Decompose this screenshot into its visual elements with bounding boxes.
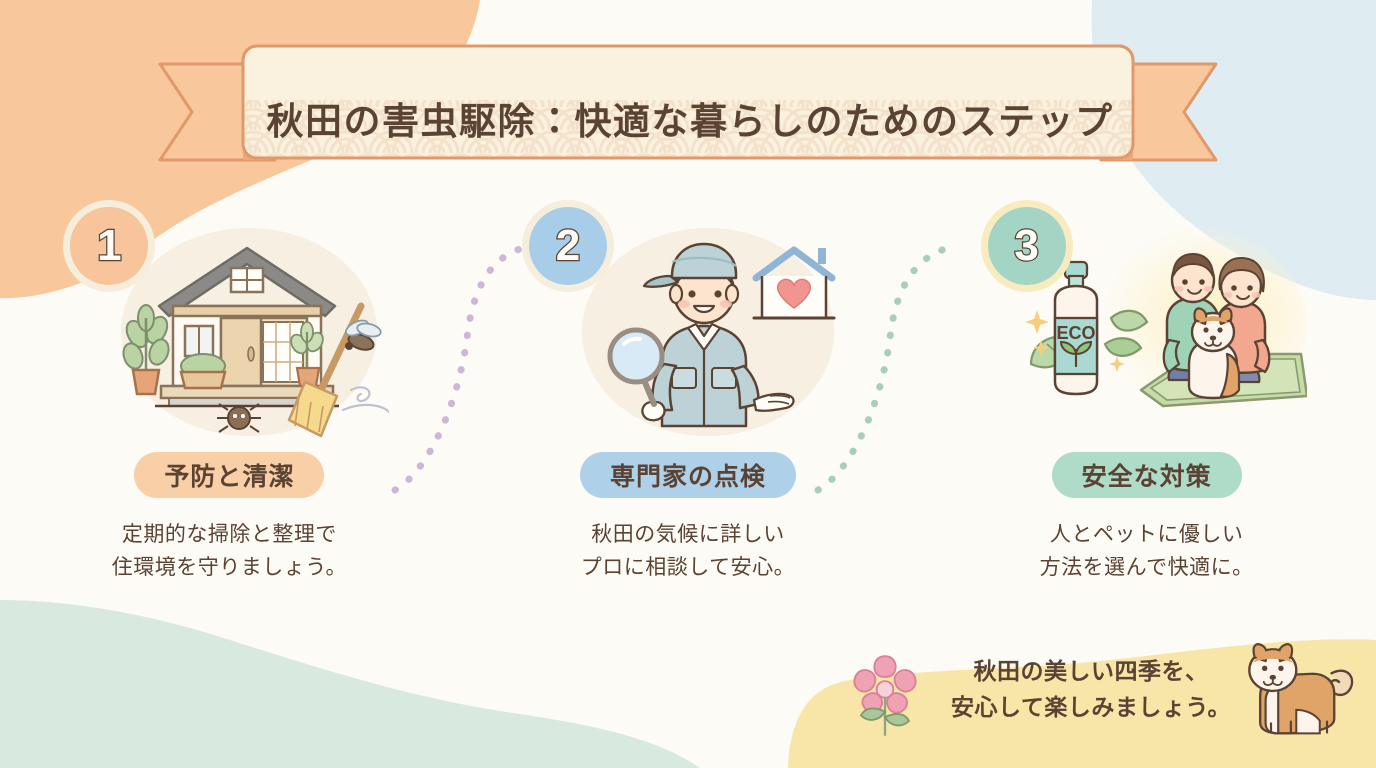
title-banner: 秋田の害虫駆除：快適な暮らしのためのステップ: [0, 38, 1376, 168]
step-2: 2 専門家の点検 秋田の気候に詳しい プロに相談して安心。: [459, 196, 918, 616]
shiba-inu-icon: [1248, 643, 1354, 735]
step-2-badge-label: 専門家の点検: [609, 463, 766, 491]
step-3-number: 3: [1013, 221, 1040, 270]
step-1-badge-label: 予防と清潔: [164, 463, 295, 491]
fly-icon: [345, 319, 382, 351]
svg-text:ECO: ECO: [1056, 323, 1095, 343]
footer-banner: 秋田の美しい四季を、 安心して楽しみましょう。: [816, 620, 1376, 768]
step-3-description: 人とペットに優しい 方法を選んで快適に。: [1039, 523, 1254, 579]
step-2-number-badge: 2: [521, 200, 614, 292]
step-1-badge[interactable]: 予防と清潔: [134, 452, 325, 498]
step-3-number-badge: 3: [980, 200, 1073, 292]
sakura-flower-icon: [853, 655, 917, 736]
page-title: 秋田の害虫駆除：快適な暮らしのためのステップ: [266, 101, 1114, 142]
step-3-artwork: ECO: [977, 196, 1317, 446]
step-2-badge[interactable]: 専門家の点検: [579, 452, 796, 498]
step-3-badge[interactable]: 安全な対策: [1051, 452, 1242, 498]
steps-container: 1 予防と清潔 定期的な掃除と整理で 住環境を守りましょう。: [0, 196, 1376, 616]
step-1: 1 予防と清潔 定期的な掃除と整理で 住環境を守りましょう。: [0, 196, 459, 616]
spider-icon: [217, 403, 262, 433]
step-2-artwork: 2: [518, 196, 858, 446]
eco-bottle-icon: ECO: [1053, 260, 1098, 396]
step-1-artwork: 1: [59, 196, 399, 446]
step-3: ECO: [917, 196, 1376, 616]
bottom-left-blob: [0, 600, 700, 768]
step-1-number: 1: [96, 221, 123, 270]
step-2-number: 2: [554, 221, 581, 270]
footer-message: 秋田の美しい四季を、 安心して楽しみましょう。: [951, 658, 1231, 720]
step-3-badge-label: 安全な対策: [1081, 463, 1212, 491]
dog-icon: [1187, 307, 1240, 400]
step-3-disc: [987, 207, 1066, 285]
step-2-description: 秋田の気候に詳しい プロに相談して安心。: [580, 523, 796, 579]
sparkle-icons: [1024, 310, 1125, 372]
step-3-ring: [980, 200, 1073, 292]
step-2-disc: [528, 207, 607, 285]
inspector-illustration: [581, 228, 836, 436]
step-1-number-badge: 1: [63, 200, 156, 292]
step-1-description: 定期的な掃除と整理で 住環境を守りましょう。: [111, 523, 347, 579]
